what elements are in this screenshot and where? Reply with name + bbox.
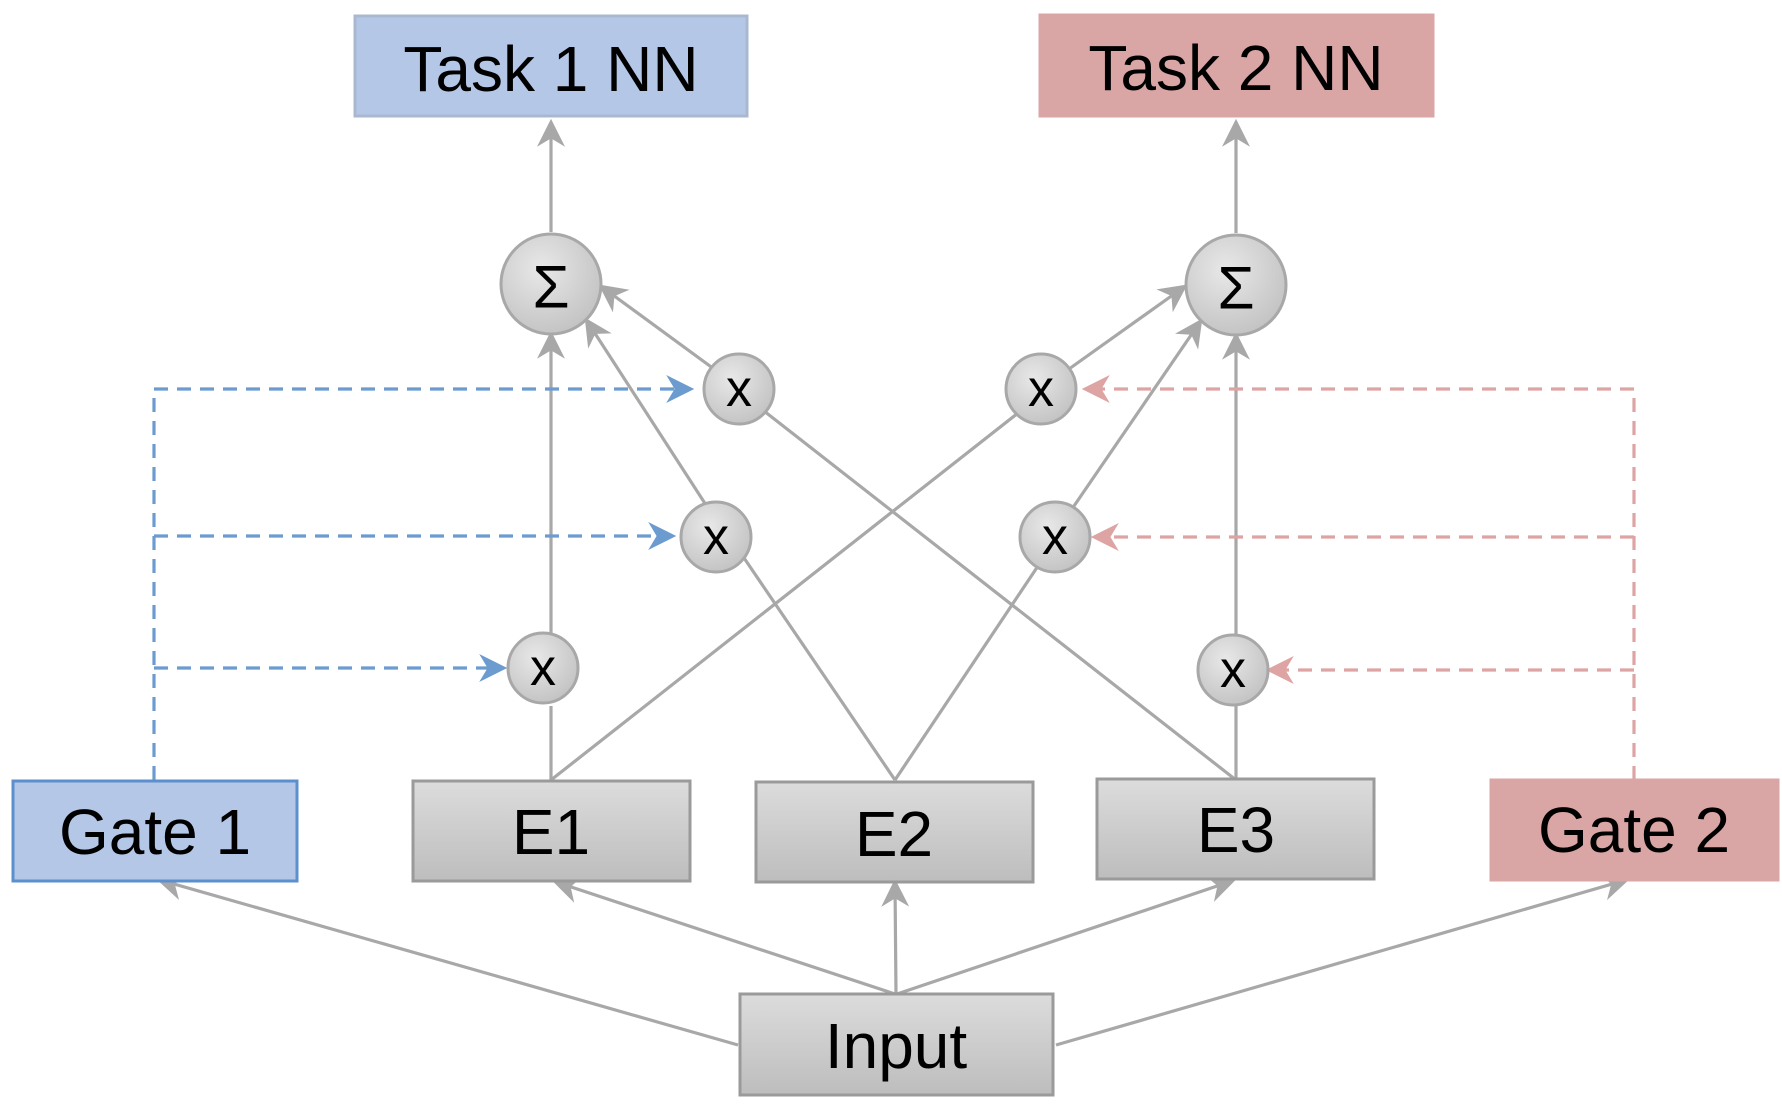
sum-node-task1: Σ (499, 232, 603, 336)
m1b-circle (679, 500, 753, 574)
product-edges (537, 284, 1250, 634)
task2-box (1038, 13, 1435, 118)
edge-input-e2 (881, 878, 910, 995)
m1c-label: x (726, 360, 752, 418)
sum1-sigma: Σ (532, 254, 569, 321)
edge-m1c-sum1 (598, 284, 715, 371)
expert-e3: E3 (1095, 777, 1376, 881)
e2-box (754, 780, 1035, 884)
edge-m2c-sum2 (1068, 284, 1188, 371)
gate1: Gate 1 (11, 779, 299, 883)
task1-box (353, 14, 749, 118)
expert-edges (549, 409, 1238, 782)
gate2-control-lines (1081, 375, 1636, 780)
e1-label: E1 (512, 796, 590, 868)
gate1-label: Gate 1 (59, 796, 251, 868)
e3-label: E3 (1197, 794, 1275, 866)
m2b-circle (1018, 500, 1092, 574)
sum-node-task2: Σ (1184, 233, 1288, 337)
gate2-trunk (1081, 375, 1636, 780)
multiply-node-task2-e3: x (1196, 633, 1270, 707)
sum2-circle (1184, 233, 1288, 337)
edge-input-e1 (552, 876, 896, 996)
sum2-sigma: Σ (1217, 255, 1254, 322)
gate2-label: Gate 2 (1538, 794, 1730, 866)
multiply-node-task1-e1: x (506, 631, 580, 705)
m2b-label: x (1042, 508, 1068, 566)
m1c-circle (702, 352, 776, 426)
input-box (738, 992, 1055, 1097)
edge-input-e3 (896, 875, 1236, 996)
input-edges (155, 873, 1631, 1047)
e2-label: E2 (855, 798, 933, 870)
task2-tower: Task 2 NN (1038, 13, 1435, 118)
input-node: Input (738, 992, 1055, 1097)
edge-input-gate1 (155, 873, 739, 1047)
gate1-box (11, 779, 299, 883)
m1b-label: x (703, 508, 729, 566)
gate2: Gate 2 (1489, 778, 1780, 882)
task1-tower: Task 1 NN (353, 14, 749, 118)
multiply-node-task1-e2: x (679, 500, 753, 574)
m2c-circle (1004, 352, 1078, 426)
multiply-node-task1-e3: x (702, 352, 776, 426)
edge-e1-m2c (550, 411, 1019, 782)
edge-m1b-sum1 (584, 317, 708, 506)
edge-e2-m2b (893, 565, 1040, 781)
expert-e1: E1 (411, 779, 692, 883)
m1a-label: x (530, 639, 556, 697)
edge-m2b-sum2 (1072, 318, 1203, 507)
task2-label: Task 2 NN (1088, 32, 1383, 104)
e3-box (1095, 777, 1376, 881)
edge-e3-m1c (763, 409, 1237, 782)
edge-input-gate2 (1055, 873, 1631, 1047)
gate1-control-lines (152, 375, 695, 780)
gate2-box (1489, 778, 1780, 882)
expert-e2: E2 (754, 780, 1035, 884)
sum1-circle (499, 232, 603, 336)
e1-box (411, 779, 692, 883)
gate1-trunk (152, 375, 695, 780)
m2a-label: x (1220, 641, 1246, 699)
m1a-circle (506, 631, 580, 705)
multiply-node-task2-e2: x (1018, 500, 1092, 574)
m2c-label: x (1028, 360, 1054, 418)
tower-edges (537, 118, 1250, 233)
m2a-circle (1196, 633, 1270, 707)
input-label: Input (825, 1010, 968, 1082)
multiply-node-task2-e1: x (1004, 352, 1078, 426)
task1-label: Task 1 NN (403, 33, 698, 105)
edge-e2-m1b (740, 554, 897, 781)
